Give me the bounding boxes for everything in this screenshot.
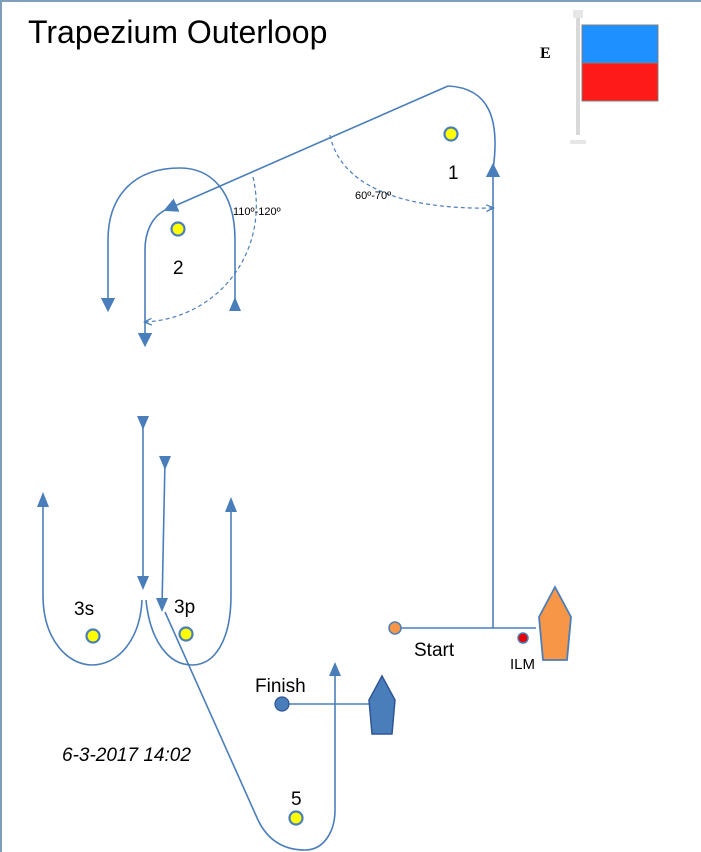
mark-3s-label: 3s xyxy=(74,599,95,620)
flag-pole-top xyxy=(573,10,583,18)
angle-label-1: 60º-70º xyxy=(355,190,392,202)
loop-3s xyxy=(42,500,143,666)
flag-top-blue xyxy=(581,24,659,64)
finish-pin-mark xyxy=(274,696,290,712)
mark-3p-label: 3p xyxy=(174,597,196,618)
arrowhead-3s-up xyxy=(37,492,49,507)
flag-e xyxy=(570,10,659,144)
arrowhead-3s-down xyxy=(137,576,149,590)
committee-boat-icon xyxy=(538,585,572,661)
angle-arc-1 xyxy=(329,134,493,208)
rounding-mark-1 xyxy=(447,85,496,171)
finish-label: Finish xyxy=(255,676,306,697)
timestamp: 6-3-2017 14:02 xyxy=(62,745,191,766)
leg-3p-to-5 xyxy=(164,611,259,821)
start-pin-mark xyxy=(388,621,402,635)
ilm-mark xyxy=(517,632,529,644)
mark-5 xyxy=(288,810,304,826)
mark-2 xyxy=(170,221,186,237)
inner-rounding-mark-2 xyxy=(137,207,171,348)
mark-3p xyxy=(178,626,194,642)
mark-1 xyxy=(443,126,459,142)
angle-label-2: 110º-120º xyxy=(233,206,281,218)
arrowhead-3p-up xyxy=(225,497,237,512)
arrowhead-up-left xyxy=(229,297,241,311)
flag-letter: E xyxy=(540,45,551,62)
mark-1-label: 1 xyxy=(448,163,459,184)
start-label: Start xyxy=(414,640,455,661)
mark-3s xyxy=(85,628,101,644)
ilm-label: ILM xyxy=(510,656,536,673)
arrowhead-3s-down-top xyxy=(137,416,149,430)
leg-1-to-2 xyxy=(163,85,449,212)
arrowhead-finish-up xyxy=(329,662,341,676)
arrowhead-3p-down xyxy=(156,598,168,612)
arrowhead-3p-down-top xyxy=(159,456,171,470)
page-title: Trapezium Outerloop xyxy=(28,14,328,50)
loop-3p xyxy=(145,505,232,666)
leg-to-3p xyxy=(161,459,166,608)
angle-arc-2 xyxy=(145,176,257,322)
flag-pole-base xyxy=(570,140,586,144)
finish-boat-icon xyxy=(368,674,396,735)
mark-2-label: 2 xyxy=(173,258,184,279)
rounding-mark-5 xyxy=(257,670,336,851)
outer-loop-mark-2 xyxy=(100,167,236,313)
flag-bottom-red xyxy=(581,62,659,102)
mark-5-label: 5 xyxy=(291,789,302,810)
